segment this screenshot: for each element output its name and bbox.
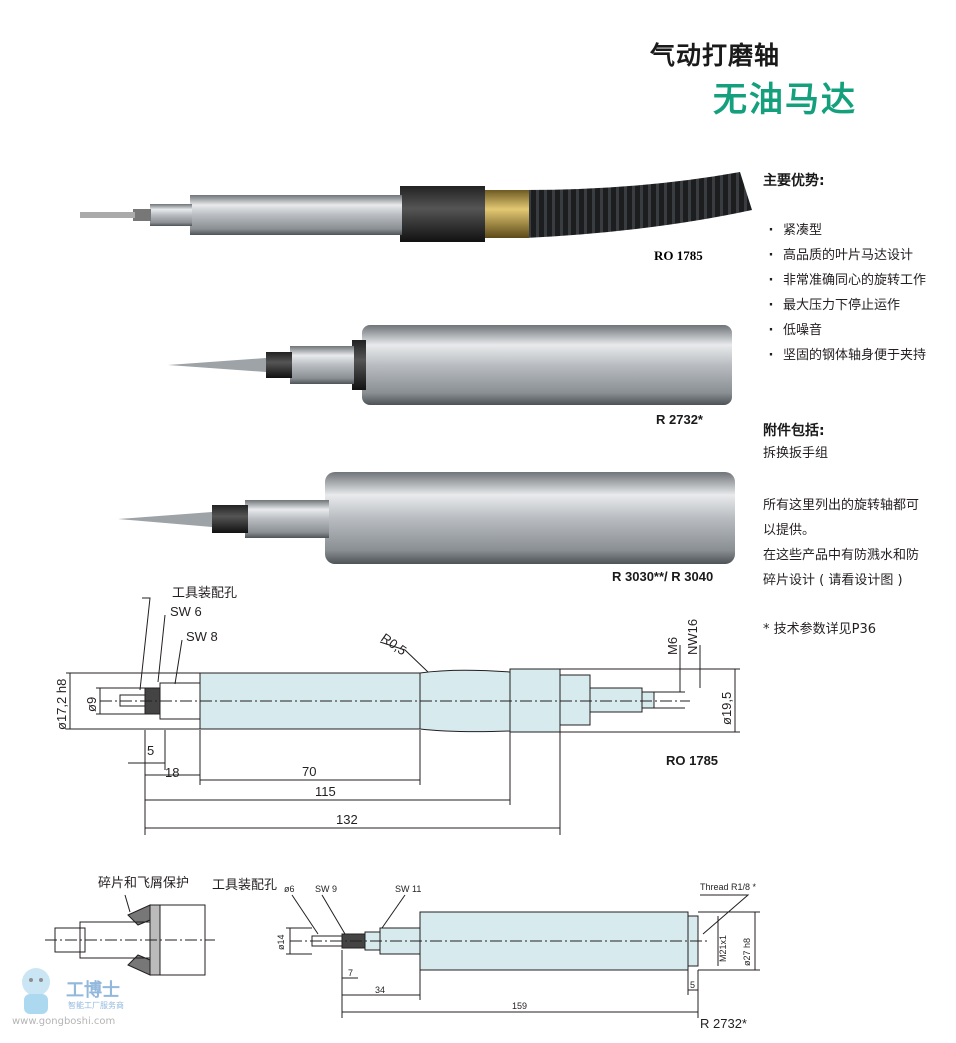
tool-hole-label-2: 工具装配孔 <box>212 877 277 892</box>
sw6-label: SW 6 <box>170 604 202 619</box>
dim-132: 132 <box>336 812 358 827</box>
tool-photo-ro1785 <box>80 172 752 242</box>
watermark-tagline: 智能工厂服务商 <box>68 1001 124 1010</box>
guard-label: 碎片和飞屑保护 <box>98 875 189 890</box>
advantages-list: 紧凑型 高品质的叶片马达设计 非常准确同心的旋转工作 最大压力下停止运作 低噪音… <box>763 218 926 368</box>
list-item: 紧凑型 <box>763 218 926 243</box>
availability-line: 所有这里列出的旋转轴都可 <box>763 498 920 513</box>
list-item: 最大压力下停止运作 <box>763 293 926 318</box>
list-item: 高品质的叶片马达设计 <box>763 243 926 268</box>
dim-159: 159 <box>512 1001 527 1011</box>
d195-label: ø19,5 <box>719 692 734 725</box>
availability-line: 在这些产品中有防溅水和防 <box>763 548 920 563</box>
dim-70: 70 <box>302 764 316 779</box>
thread-label: Thread R1/8 * <box>700 882 757 892</box>
model-label-2: R 2732* <box>656 412 704 427</box>
tool-photo-r2732 <box>168 325 732 405</box>
dim-115: 115 <box>315 784 336 799</box>
radius-label: R0,5 <box>378 630 409 658</box>
d27-label: ø27 h8 <box>742 938 752 966</box>
tool-hole-label: 工具装配孔 <box>172 585 237 600</box>
model-label-1: RO 1785 <box>654 248 703 263</box>
dim-34: 34 <box>375 985 385 995</box>
advantages-title: 主要优势: <box>763 173 825 189</box>
d172-label: ø17,2 h8 <box>54 679 69 730</box>
watermark: 工博士 智能工厂服务商 www.gongboshi.com <box>12 962 172 1032</box>
tool-photo-r3030 <box>118 472 735 564</box>
watermark-name: 工博士 <box>66 980 120 1001</box>
availability-line: 碎片设计 ( 请看设计图 ) <box>763 573 903 588</box>
accessories-text: 拆换扳手组 <box>763 446 829 461</box>
dim-18: 18 <box>165 765 179 780</box>
dim-5: 5 <box>147 743 154 758</box>
list-item: 低噪音 <box>763 318 926 343</box>
technical-drawing-ro1785: 工具装配孔 SW 6 SW 8 R0,5 M6 NW16 ø17,2 h8 ø9… <box>54 585 740 835</box>
d6-label: ø6 <box>284 884 295 894</box>
technical-drawing-r2732: 碎片和飞屑保护 工具装配孔 ø6 SW 9 SW 11 Thread R1/8 … <box>45 875 760 1031</box>
drawing1-model: RO 1785 <box>666 753 718 768</box>
dim-5b: 5 <box>690 980 695 990</box>
page-title: 气动打磨轴 <box>650 41 781 70</box>
list-item: 坚固的钢体轴身便于夹持 <box>763 343 926 368</box>
sw9-label: SW 9 <box>315 884 337 894</box>
page-subtitle: 无油马达 <box>713 80 857 120</box>
sw11-label: SW 11 <box>395 884 421 894</box>
d14-label: ø14 <box>276 934 286 950</box>
dim-7: 7 <box>348 968 353 978</box>
availability-line: 以提供。 <box>763 523 816 538</box>
footnote: * 技术参数详见P36 <box>763 622 877 637</box>
nw16-label: NW16 <box>685 619 700 655</box>
m6-label: M6 <box>665 637 680 655</box>
m21-label: M21x1 <box>718 935 728 962</box>
list-item: 非常准确同心的旋转工作 <box>763 268 926 293</box>
d9-label: ø9 <box>84 697 99 712</box>
availability-text: 所有这里列出的旋转轴都可 以提供。 在这些产品中有防溅水和防 碎片设计 ( 请看… <box>763 493 953 593</box>
model-label-3: R 3030**/ R 3040 <box>612 569 713 584</box>
mascot-icon <box>22 968 50 1014</box>
watermark-url: www.gongboshi.com <box>12 1016 116 1027</box>
drawing2-model: R 2732* <box>700 1016 747 1031</box>
accessories-title: 附件包括: <box>763 423 825 439</box>
sw8-label: SW 8 <box>186 629 218 644</box>
